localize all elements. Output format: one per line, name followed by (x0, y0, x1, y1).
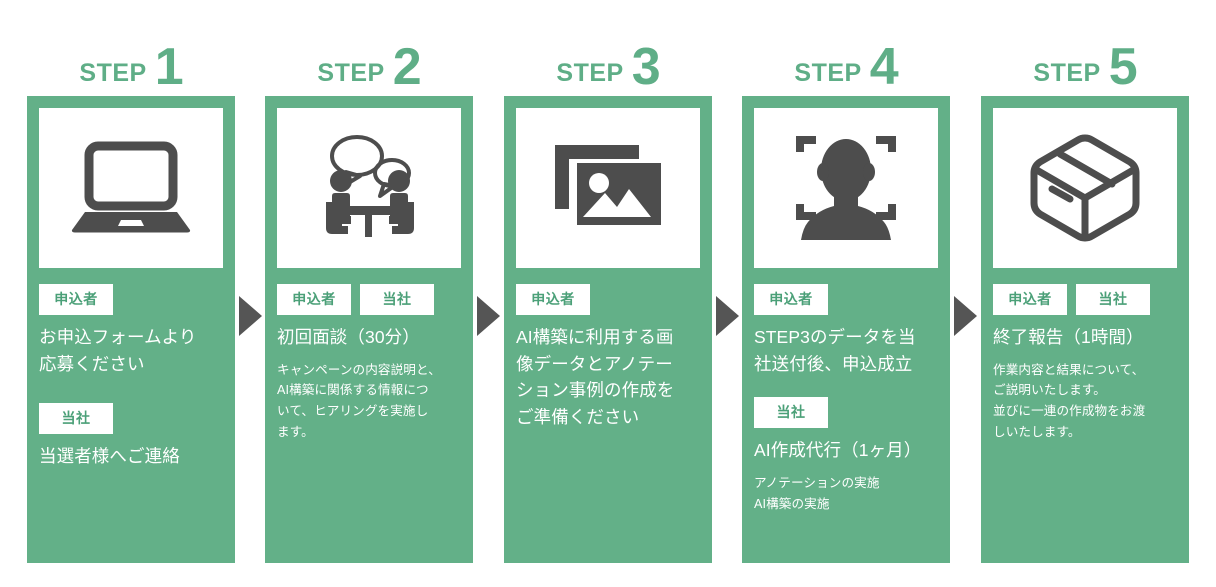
step-detail-text: アノテーションの実施 AI構築の実施 (754, 475, 880, 511)
spacer (39, 381, 223, 403)
step-icon-container-2 (277, 108, 461, 268)
step-block-4-2: 当社 AI作成代行（1ヶ月） アノテーションの実施 AI構築の実施 (754, 397, 938, 514)
step-column-4: STEP 4 申込者 STEP3のデータを (742, 0, 950, 563)
step-lead-text: お申込フォームより 応募ください (39, 327, 197, 374)
step-column-3: STEP 3 申込者 AI構築に利用する画 像データとアノテー ション事例の作成… (504, 0, 712, 563)
badge-applicant: 申込者 (277, 284, 351, 315)
step-block-4-1: 申込者 STEP3のデータを当 社送付後、申込成立 (754, 284, 938, 377)
step-icon-container-1 (39, 108, 223, 268)
step-word-label-1: STEP (79, 59, 147, 87)
step-icon-container-5 (993, 108, 1177, 268)
spacer (754, 381, 938, 397)
step-header-2: STEP 2 (265, 0, 473, 96)
step-lead-text: 当選者様へご連絡 (39, 446, 180, 467)
step-column-2: STEP 2 (265, 0, 473, 563)
step-lead-text: AI作成代行（1ヶ月） (754, 440, 922, 461)
laptop-icon (71, 141, 191, 233)
badge-row: 申込者 (39, 284, 223, 315)
step-lead-text: 終了報告（1時間） (993, 327, 1144, 347)
step-word-label-3: STEP (556, 59, 624, 87)
step-icon-container-3 (516, 108, 700, 268)
step-word-label-4: STEP (794, 59, 862, 87)
step-number-4: 4 (869, 38, 899, 97)
badge-company: 当社 (1076, 284, 1150, 315)
badge-applicant: 申込者 (39, 284, 113, 315)
step-block-1-1: 申込者 お申込フォームより 応募ください (39, 284, 223, 377)
step-lead-text: STEP3のデータを当 社送付後、申込成立 (754, 327, 916, 374)
step-card-2: 申込者 当社 初回面談（30分） キャンペーンの内容説明と、 AI構築に関係する… (265, 96, 473, 563)
step-number-3: 3 (631, 38, 661, 97)
badge-applicant: 申込者 (754, 284, 828, 315)
step-header-1: STEP 1 (27, 0, 235, 96)
face-detect-icon (796, 136, 896, 240)
badge-row: 申込者 (516, 284, 700, 315)
step-block-3-1: 申込者 AI構築に利用する画 像データとアノテー ション事例の作成を ご準備くだ… (516, 284, 700, 430)
badge-company: 当社 (754, 397, 828, 429)
step-lead-text: AI構築に利用する画 像データとアノテー ション事例の作成を ご準備ください (516, 327, 675, 427)
step-detail-text: キャンペーンの内容説明と、 AI構築に関係する情報につ いて、ヒアリングを実施し… (277, 362, 441, 439)
badge-row: 当社 (39, 403, 223, 435)
badge-row: 申込者 当社 (277, 284, 461, 315)
meeting-icon (326, 135, 414, 237)
step-card-3: 申込者 AI構築に利用する画 像データとアノテー ション事例の作成を ご準備くだ… (504, 96, 712, 563)
step-card-5: 申込者 当社 終了報告（1時間） 作業内容と結果について、 ご説明いたします。 … (981, 96, 1189, 563)
badge-company: 当社 (39, 403, 113, 435)
badge-row: 当社 (754, 397, 938, 429)
step-block-2-1: 申込者 当社 初回面談（30分） キャンペーンの内容説明と、 AI構築に関係する… (277, 284, 461, 443)
arrow-connector-4-5 (954, 296, 977, 336)
badge-row: 申込者 (754, 284, 938, 315)
step-lead-text: 初回面談（30分） (277, 327, 420, 347)
arrow-connector-3-4 (716, 296, 739, 336)
step-block-1-2: 当社 当選者様へご連絡 (39, 403, 223, 470)
step-number-1: 1 (154, 38, 184, 97)
step-block-5-1: 申込者 当社 終了報告（1時間） 作業内容と結果について、 ご説明いたします。 … (993, 284, 1177, 443)
step-card-1: 申込者 お申込フォームより 応募ください 当社 当選者様へご連絡 (27, 96, 235, 563)
step-column-5: STEP 5 申込者 当社 終了報告（1時間） 作業内容と結果について、 (981, 0, 1189, 563)
step-card-4: 申込者 STEP3のデータを当 社送付後、申込成立 当社 AI作成代行（1ヶ月）… (742, 96, 950, 563)
package-box-icon (1030, 134, 1140, 242)
arrow-connector-1-2 (239, 296, 262, 336)
badge-applicant: 申込者 (993, 284, 1067, 315)
arrow-connector-2-3 (477, 296, 500, 336)
step-header-4: STEP 4 (742, 0, 950, 96)
badge-applicant: 申込者 (516, 284, 590, 315)
step-header-3: STEP 3 (504, 0, 712, 96)
step-number-2: 2 (392, 38, 422, 97)
step-column-1: STEP 1 申込者 お申込フォームより 応募ください 当社 (27, 0, 235, 563)
step-detail-text: 作業内容と結果について、 ご説明いたします。 並びに一連の作成物をお渡 しいたし… (993, 362, 1146, 439)
images-icon (555, 145, 661, 225)
badge-row: 申込者 当社 (993, 284, 1177, 315)
badge-company: 当社 (360, 284, 434, 315)
step-icon-container-4 (754, 108, 938, 268)
step-number-5: 5 (1108, 38, 1138, 97)
step-word-label-2: STEP (317, 59, 385, 87)
step-header-5: STEP 5 (981, 0, 1189, 96)
step-word-label-5: STEP (1033, 59, 1101, 87)
